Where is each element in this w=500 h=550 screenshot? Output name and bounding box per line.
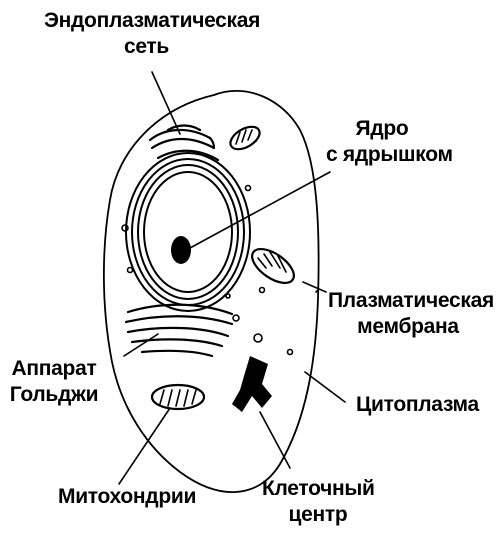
mitochondrion-upper	[229, 125, 261, 151]
label-nucleus-line1: Ядро	[355, 117, 409, 140]
centrosome	[232, 356, 272, 412]
leader-lines	[118, 71, 346, 485]
label-nucleus: Ядро с ядрышком	[326, 116, 453, 168]
label-membrane: Плазматическая мембрана	[328, 288, 494, 340]
mitochondrion-lower	[150, 383, 206, 411]
label-centrosome: Клеточный центр	[262, 476, 375, 528]
mitochondrion-right	[251, 247, 295, 285]
label-er-line1: Эндоплазматическая	[44, 9, 261, 32]
label-cytoplasm: Цитоплазма	[356, 393, 479, 416]
label-mitochondria: Митохондрии	[58, 485, 197, 508]
endoplasmic-reticulum	[148, 124, 220, 162]
label-er: Эндоплазматическая сеть	[44, 8, 261, 60]
nucleolus	[171, 236, 191, 264]
label-centrosome-line1: Клеточный	[262, 477, 375, 500]
vesicles	[121, 184, 294, 356]
label-nucleus-line2: с ядрышком	[326, 143, 453, 166]
label-centrosome-line2: центр	[288, 503, 348, 526]
nucleus	[125, 152, 251, 312]
label-membrane-line1: Плазматическая	[328, 289, 494, 312]
plasma-membrane	[102, 90, 320, 493]
label-golgi-line2: Гольджи	[9, 383, 99, 406]
label-golgi: Аппарат Гольджи	[6, 356, 102, 408]
label-er-line2: сеть	[123, 35, 170, 58]
label-golgi-line1: Аппарат	[11, 357, 97, 380]
label-membrane-line2: мембрана	[357, 315, 459, 338]
golgi-apparatus	[124, 303, 234, 358]
